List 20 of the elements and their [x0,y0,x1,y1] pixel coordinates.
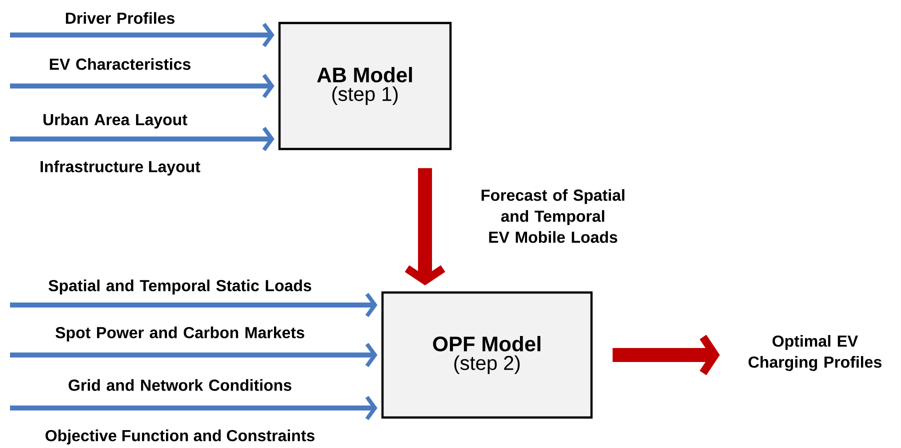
edge-label: Forecast of Spatial and Temporal EV Mobile Loads [482,189,624,243]
arrow [10,396,378,420]
arrow [10,126,274,152]
edge-label: Spot Power and Carbon Markets [56,326,304,342]
arrow [612,334,720,376]
arrow [10,342,378,368]
input-label: Objective Function and Constraints [46,430,314,444]
arrow [10,74,274,98]
edge-label: Spatial and Temporal Static Loads [48,280,312,294]
input-label: Infrastructure Layout [40,160,200,176]
model-box: AB Model (step 1) [278,22,452,150]
edge-label: Urban Area Layout [44,114,188,128]
model-box: OPF Model (step 2) [381,291,593,419]
arrow [404,168,446,286]
output-text: Optimal EV Charging Profiles [748,335,882,371]
arrow [10,22,274,48]
edge-label: EV Characteristics [50,58,190,70]
arrow [10,292,378,318]
edge-label: Driver Profiles [66,12,174,24]
edge-label: Grid and Network Conditions [68,379,292,391]
